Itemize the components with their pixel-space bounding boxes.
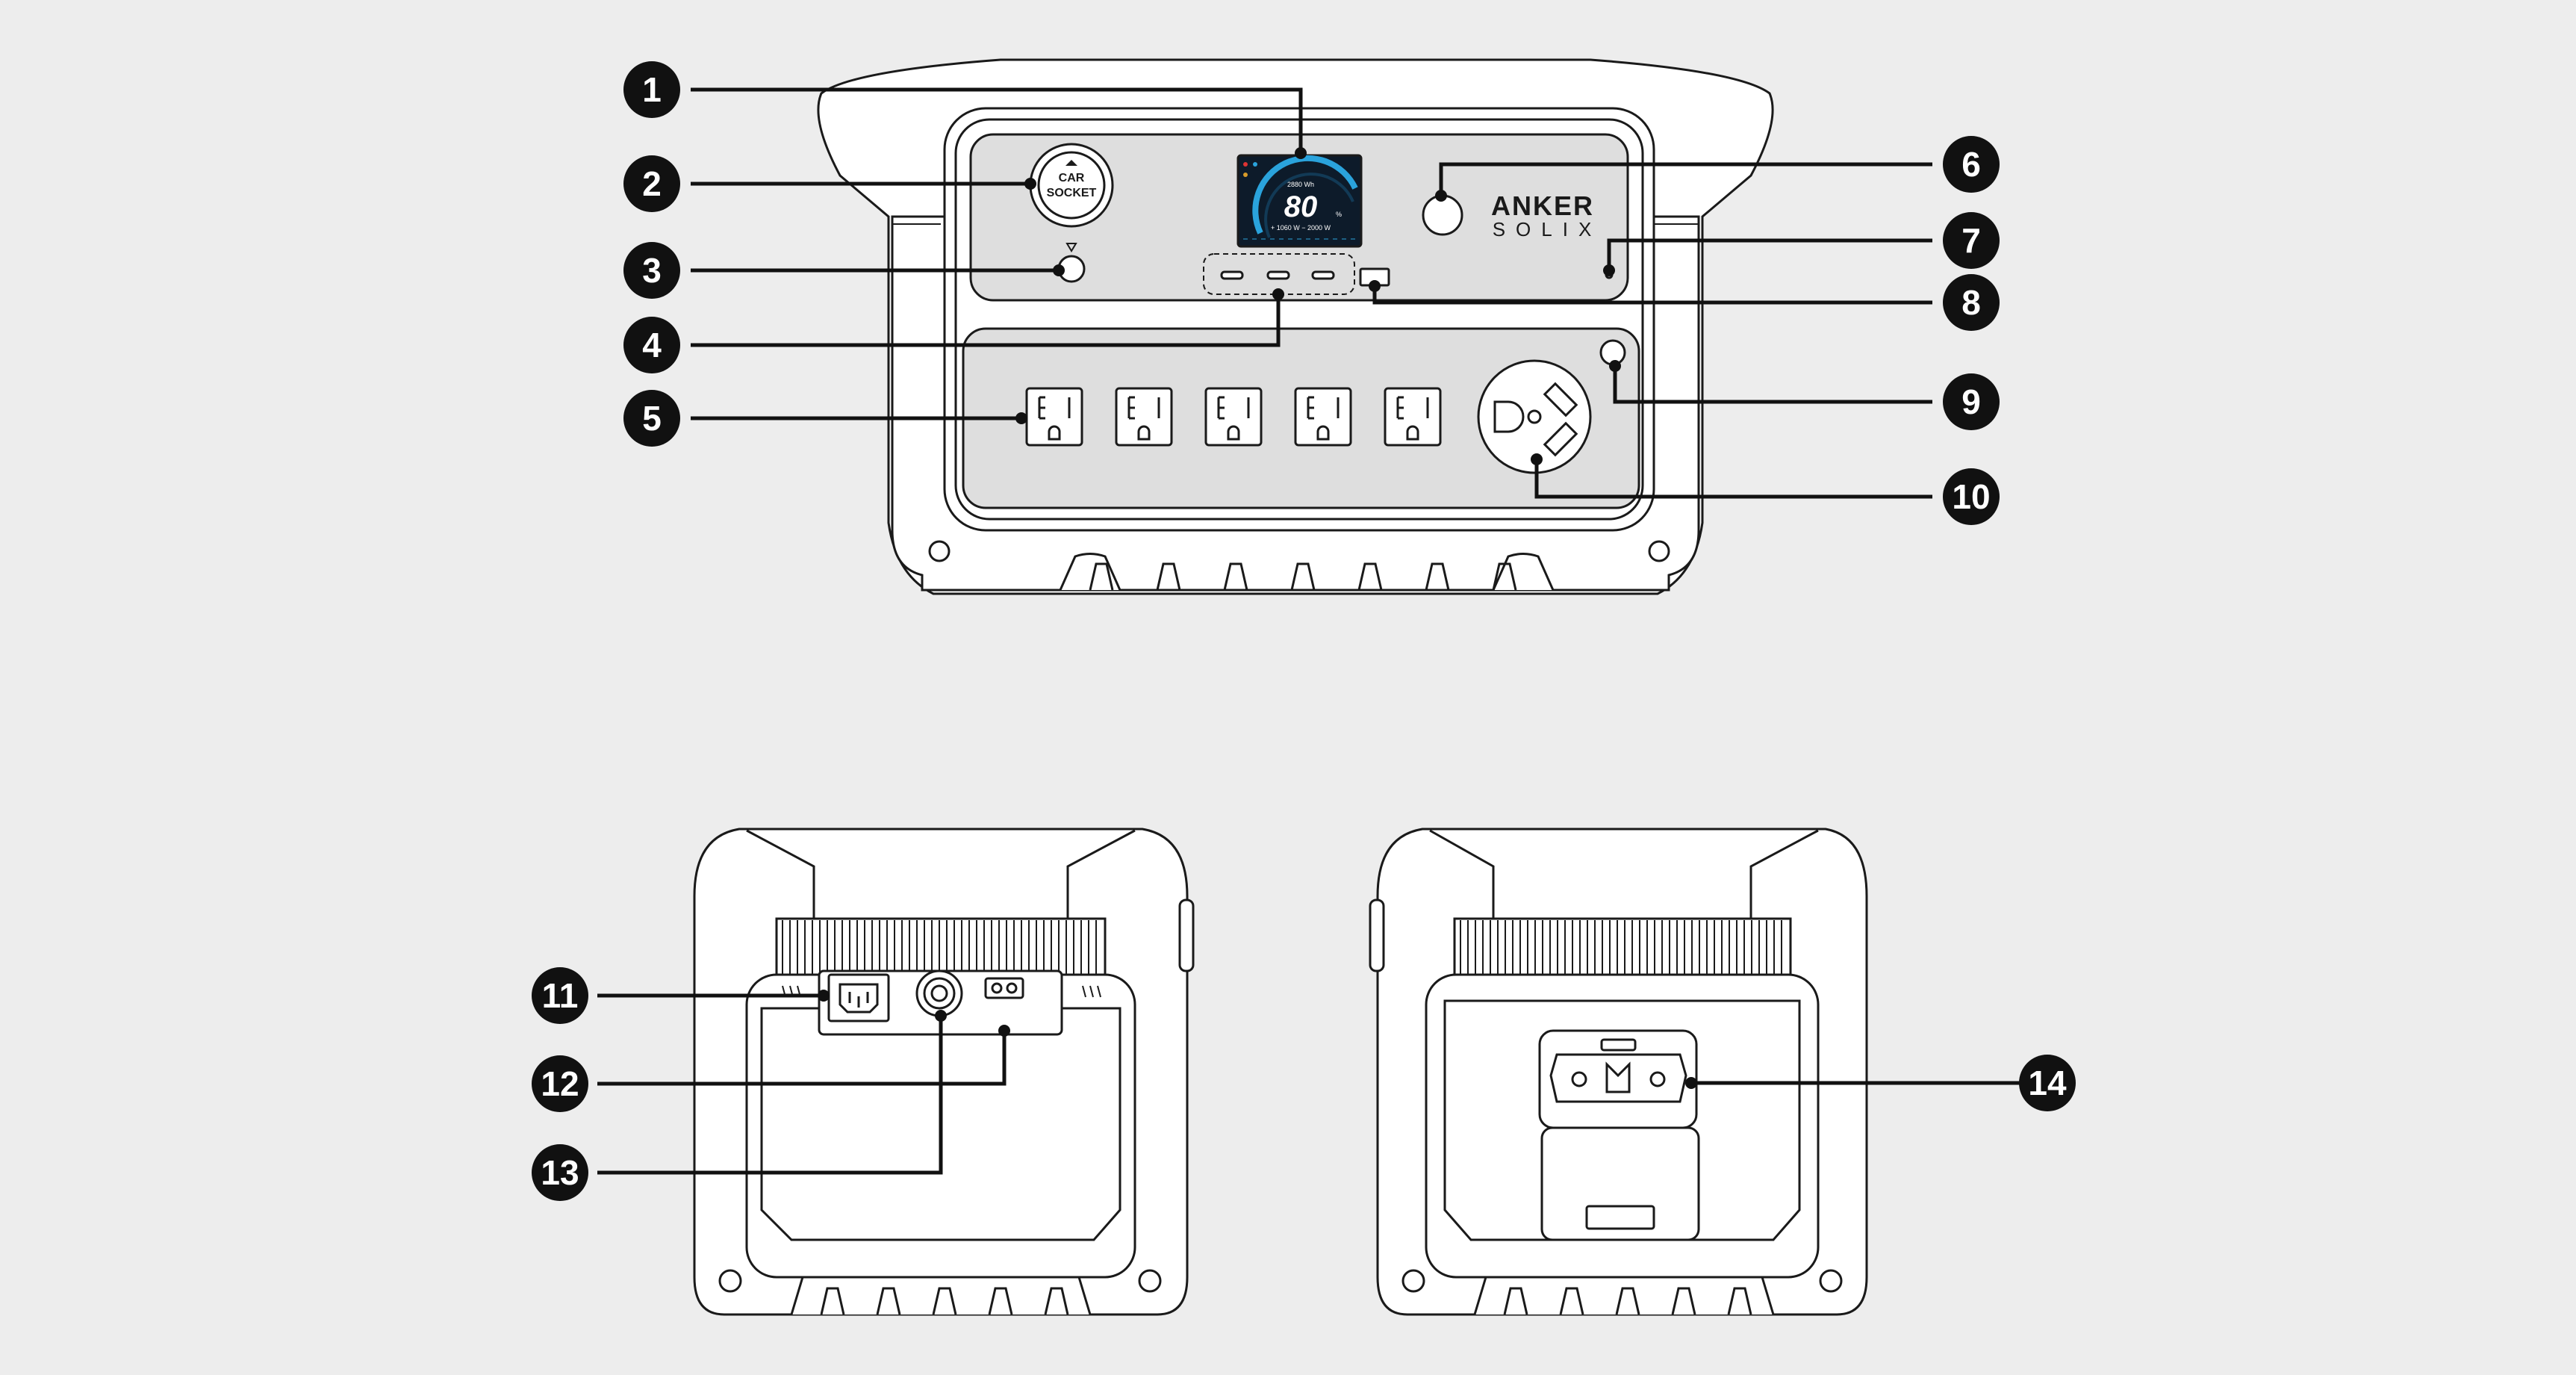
callout-6: 6 xyxy=(1943,136,2000,193)
callout-1: 1 xyxy=(623,61,680,118)
callout-13: 13 xyxy=(532,1144,588,1201)
svg-text:6: 6 xyxy=(1961,145,1981,184)
callout-9: 9 xyxy=(1943,373,2000,430)
svg-text:11: 11 xyxy=(542,976,579,1015)
callout-4: 4 xyxy=(623,317,680,373)
callout-2: 2 xyxy=(623,155,680,212)
brand-logo-bottom: SOLIX xyxy=(1493,218,1602,240)
screen-io: + 1060 W − 2000 W xyxy=(1271,224,1331,232)
svg-text:2: 2 xyxy=(642,164,662,203)
expansion-port xyxy=(984,977,1024,999)
ac-outlets xyxy=(1025,387,1442,447)
svg-text:13: 13 xyxy=(541,1153,579,1192)
callout-5: 5 xyxy=(623,390,680,447)
screen-capacity: 2880 Wh xyxy=(1287,181,1314,188)
callout-8: 8 xyxy=(1943,274,2000,331)
front-view: CAR SOCKET 2880 Wh 80 % + 1060 W − 2000 … xyxy=(817,58,1774,595)
front-feet xyxy=(1059,553,1555,592)
power-button xyxy=(1422,194,1463,236)
svg-text:%: % xyxy=(1336,211,1342,218)
callout-3: 3 xyxy=(623,242,680,299)
svg-text:4: 4 xyxy=(642,326,662,364)
car-socket: CAR SOCKET xyxy=(1029,143,1114,228)
leader-dots xyxy=(818,147,1697,1089)
rear-right-cover xyxy=(1540,1126,1700,1241)
callout-7: 7 xyxy=(1943,212,2000,269)
callout-12: 12 xyxy=(532,1055,588,1112)
svg-text:14: 14 xyxy=(2028,1064,2067,1102)
svg-text:1: 1 xyxy=(642,70,662,109)
svg-text:3: 3 xyxy=(642,251,662,290)
callout-badges: 1 2 3 4 5 6 7 8 9 10 11 12 13 14 xyxy=(532,61,2076,1201)
car-socket-label-1: CAR xyxy=(1059,172,1085,184)
callout-11: 11 xyxy=(532,967,588,1024)
ac-input-port xyxy=(827,973,890,1022)
light-button xyxy=(1057,243,1086,283)
screen-gauge xyxy=(1252,155,1358,235)
rear-view-left xyxy=(693,828,1195,1316)
svg-text:7: 7 xyxy=(1961,221,1981,260)
svg-text:10: 10 xyxy=(1952,477,1990,516)
rear-view-right xyxy=(1369,828,1868,1316)
light-icon xyxy=(1065,243,1077,252)
svg-text:5: 5 xyxy=(642,399,662,438)
car-socket-label-2: SOCKET xyxy=(1047,187,1097,199)
rv-outlet xyxy=(1477,359,1592,474)
callout-14: 14 xyxy=(2019,1055,2076,1111)
screen-percent: 80 xyxy=(1284,190,1318,223)
brand-logo-top: ANKER xyxy=(1491,190,1594,221)
xt60-input-port xyxy=(915,969,963,1017)
leader-lines xyxy=(597,87,2047,1175)
svg-text:9: 9 xyxy=(1961,382,1981,421)
svg-text:12: 12 xyxy=(541,1064,579,1103)
ac-outlet xyxy=(1025,387,1083,447)
callout-10: 10 xyxy=(1943,468,2000,525)
display-screen: 2880 Wh 80 % + 1060 W − 2000 W xyxy=(1236,154,1363,248)
svg-text:8: 8 xyxy=(1961,283,1981,322)
battery-expansion-port xyxy=(1538,1029,1698,1129)
